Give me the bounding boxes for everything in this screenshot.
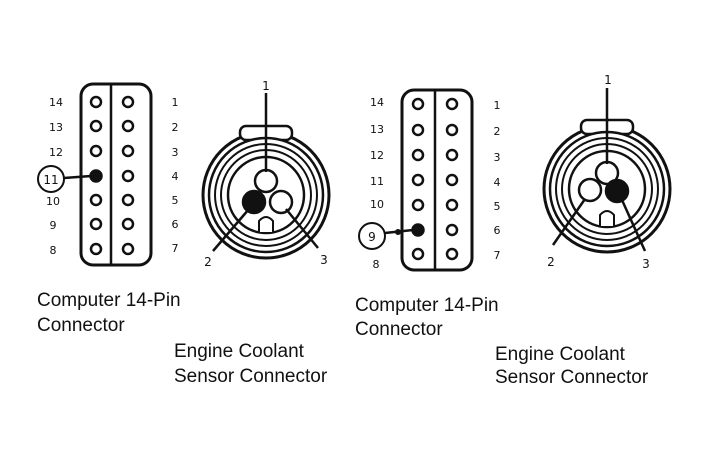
leader-terminal-2	[551, 198, 587, 246]
callout-circle	[37, 165, 65, 193]
pin-10	[89, 193, 103, 207]
callout-leader	[63, 174, 92, 180]
pin-7	[445, 247, 459, 261]
right-number: 4	[172, 170, 179, 183]
left-number: 10	[46, 195, 60, 208]
pin-14	[89, 95, 103, 109]
right-number: 2	[172, 121, 179, 134]
pin-5	[121, 193, 135, 207]
right-number: 3	[172, 146, 179, 159]
left-number: 12	[370, 149, 384, 162]
right-number: 3	[494, 151, 501, 164]
coolant-sensor-connector-1: 1 2 3	[201, 79, 331, 269]
pin-14	[411, 97, 425, 111]
pin-11	[411, 173, 425, 187]
terminal-label-1: 1	[604, 73, 612, 87]
sensor-terminal-2	[577, 177, 603, 203]
sensor-key-notch	[258, 216, 274, 232]
terminal-label-3: 3	[642, 257, 650, 271]
pin-11	[89, 169, 103, 183]
right-number: 4	[494, 176, 501, 189]
callout-circle	[358, 222, 386, 250]
left-number: 11	[370, 175, 384, 188]
left-number: 12	[49, 146, 63, 159]
left-number: 9	[50, 219, 57, 232]
pin-8	[411, 247, 425, 261]
leader-terminal-3	[285, 208, 319, 249]
left-number: 13	[49, 121, 63, 134]
left-number: 10	[370, 198, 384, 211]
highlight-pin-callout: 9	[358, 222, 414, 250]
pin-13	[411, 123, 425, 137]
sensor-caption-line-1: Engine Coolant	[495, 344, 626, 365]
sensor-terminal-2	[241, 189, 267, 215]
pin-9	[89, 217, 103, 231]
left-number: 13	[370, 123, 384, 136]
left-number: 14	[49, 96, 63, 109]
pin-5	[445, 198, 459, 212]
terminal-label-1: 1	[262, 79, 270, 93]
sensor-caption-line-2: Sensor Connector	[174, 366, 328, 387]
sensor-caption-line-2: Sensor Connector	[495, 367, 649, 388]
right-number: 5	[494, 200, 501, 213]
coolant-sensor-connector-2: 1 2 3	[542, 73, 672, 271]
pin-2	[445, 123, 459, 137]
figure-2: 14 13 12 11 10 8 9 1 2 3 4 5 6 7	[355, 73, 672, 388]
leader-terminal-3	[620, 199, 647, 252]
left-number: 8	[50, 244, 57, 257]
right-number: 6	[172, 218, 179, 231]
pin-4	[445, 173, 459, 187]
right-number: 7	[172, 242, 179, 255]
right-pin-column	[121, 95, 135, 256]
figure-1: 14 13 12 10 9 8 11 1 2 3 4 5 6 7	[37, 79, 331, 387]
computer-connector-caption-line-1: Computer 14-Pin	[37, 290, 181, 311]
pin-9	[411, 223, 425, 237]
pin-4	[121, 169, 135, 183]
left-number: 14	[370, 96, 384, 109]
computer-connector-caption-line-2: Connector	[355, 319, 443, 340]
computer-connector-2: 14 13 12 11 10 8 9 1 2 3 4 5 6 7	[358, 88, 501, 272]
pin-13	[89, 119, 103, 133]
terminal-label-2: 2	[204, 255, 212, 269]
pin-12	[411, 148, 425, 162]
right-number: 1	[172, 96, 179, 109]
right-number: 6	[494, 224, 501, 237]
callout-number: 11	[43, 173, 58, 187]
sensor-caption-line-1: Engine Coolant	[174, 341, 305, 362]
left-pin-column	[89, 95, 103, 256]
pin-7	[121, 242, 135, 256]
pin-3	[445, 148, 459, 162]
left-pin-column	[411, 97, 425, 261]
pin-6	[445, 223, 459, 237]
computer-connector-caption-line-2: Connector	[37, 315, 125, 336]
computer-connector-1: 14 13 12 10 9 8 11 1 2 3 4 5 6 7	[37, 82, 179, 267]
callout-leader-dot	[395, 229, 401, 235]
right-number: 7	[494, 249, 501, 262]
right-pin-column	[445, 97, 459, 261]
right-number: 1	[494, 99, 501, 112]
pin-12	[89, 144, 103, 158]
sensor-terminal-3	[268, 189, 294, 215]
callout-number: 9	[368, 230, 376, 244]
terminal-label-3: 3	[320, 253, 328, 267]
sensor-terminal-3	[604, 178, 630, 204]
highlight-pin-callout: 11	[37, 165, 92, 193]
pin-6	[121, 217, 135, 231]
pin-8	[89, 242, 103, 256]
pin-3	[121, 144, 135, 158]
pin-1	[445, 97, 459, 111]
right-number: 5	[172, 194, 179, 207]
sensor-terminal-1	[253, 168, 279, 194]
leader-terminal-2	[212, 208, 250, 252]
pin-2	[121, 119, 135, 133]
sensor-key-notch	[599, 210, 615, 226]
pin-1	[121, 95, 135, 109]
computer-connector-caption-line-1: Computer 14-Pin	[355, 295, 499, 316]
terminal-label-2: 2	[547, 255, 555, 269]
pin-10	[411, 198, 425, 212]
right-number: 2	[494, 125, 501, 138]
left-number: 8	[373, 258, 380, 271]
